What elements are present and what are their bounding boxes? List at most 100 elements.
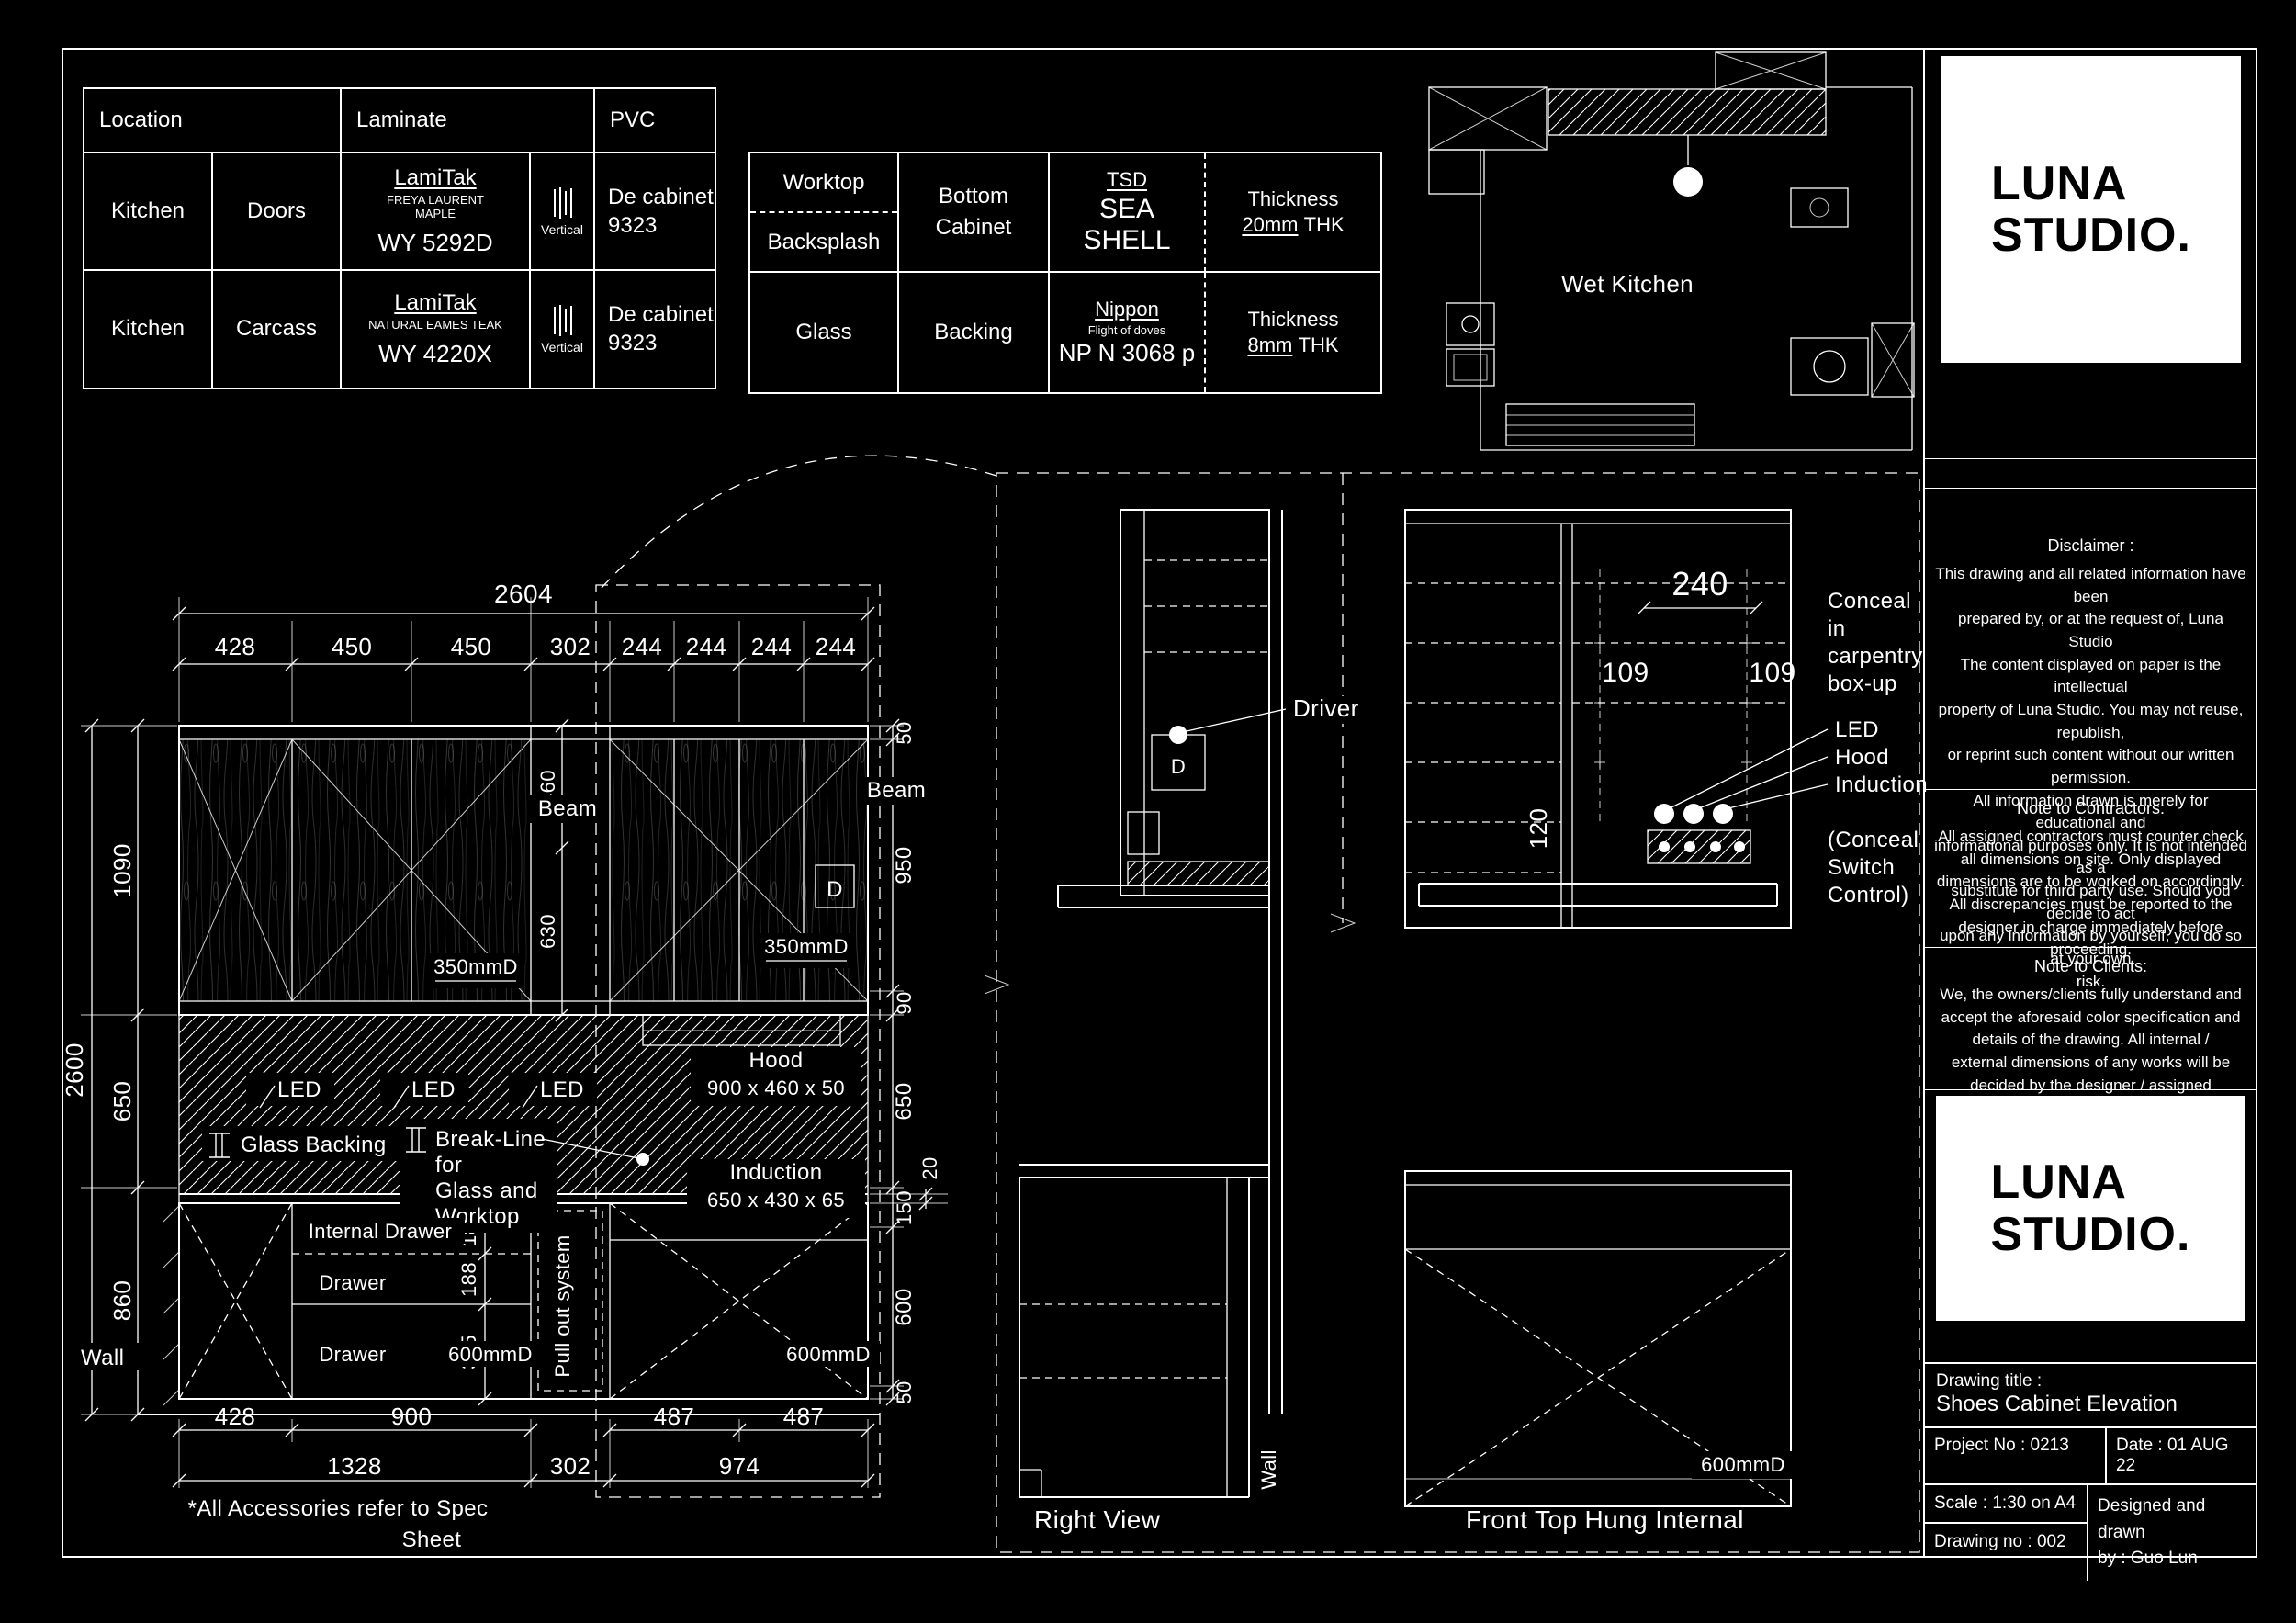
dim-top: 450 [451,633,492,660]
dim-109: 109 [1602,658,1649,688]
drawer-label: Drawer [319,1271,386,1294]
dim-top: 302 [550,633,591,660]
dim-630: 630 [536,914,559,949]
orientation-label: Vertical [541,221,583,237]
break-line-note: Glass and [435,1178,538,1203]
driver-abbr: D [1171,755,1186,778]
dim-109: 109 [1749,658,1795,688]
led-label: LED [277,1077,321,1102]
internal-drawer-label: Internal Drawer [309,1220,452,1243]
thickness-label: Thickness [1247,187,1339,210]
dim-right: 90 [893,991,916,1014]
drawing-title: Shoes Cabinet Elevation [1936,1392,2178,1416]
vertical-grain-icon [554,186,572,219]
finishes-cell-product: Nippon Flight of doves NP N 3068 p [1050,273,1206,392]
laminate-brand: LamiTak [394,164,477,190]
title-block-table: Drawing title : Shoes Cabinet Elevation … [1925,1362,2257,1581]
driver-abbr: D [827,877,843,902]
clients-block: Note to Clients: We, the owners/clients … [1934,954,2247,1097]
thickness-value: 20mm [1242,213,1299,236]
divider [1925,458,2257,459]
laminate-brand: LamiTak [394,289,477,315]
led-leader-label: LED [1835,717,1879,742]
depth-600-label: 600mmD [786,1343,871,1366]
conceal-note: box-up [1828,671,1897,696]
disclaimer-title: Disclaimer : [2047,536,2134,555]
floor-plan: Wet Kitchen [1428,51,1915,451]
finishes-cell-thickness: Thickness 20mm THK [1206,153,1380,273]
materials-cell-location: Kitchen [84,270,213,388]
induction-leader-label: Induction [1835,772,1928,797]
top-hung-caption: Front Top Hung Internal [1466,1505,1744,1534]
dim-bottom: 487 [654,1403,695,1430]
depth-350-label: 350mmD [433,955,518,978]
dim-bottom: 487 [783,1403,825,1430]
right-view: D Driver Wall Right View [1019,509,1372,1534]
thickness-label: Thickness [1247,308,1339,331]
materials-cell-orientation: Vertical [531,270,595,388]
product-brand: Nippon [1095,297,1159,321]
dim-top: 244 [622,633,663,660]
dim-bottom: 900 [391,1403,433,1430]
switch-note: (Conceal [1828,828,1919,852]
materials-cell-pvc: De cabinet 9323 [608,302,714,356]
product-desc: Flight of doves [1087,322,1166,337]
dim-left: 650 [108,1081,136,1122]
contractors-text: All assigned contractors must counter ch… [1936,828,2245,959]
materials-cell-component: Carcass [213,270,342,388]
dim-240: 240 [1671,565,1728,603]
divider [1925,488,2257,489]
dim-left: 860 [108,1280,136,1322]
sheet-frame [62,48,2257,1558]
induction-size: 650 x 430 x 65 [707,1189,845,1212]
dim-top: 450 [332,633,373,660]
dim-right: 600 [892,1288,917,1325]
beam-label: Beam [867,778,926,803]
dim-right: 50 [893,721,916,744]
dim-bottom: 1328 [327,1452,381,1480]
conceal-note: Conceal [1828,589,1911,614]
front-top-hung-internal: 240 109 109 120 Conceal in carpentry box… [1404,509,1928,1534]
led-label: LED [411,1077,456,1102]
accessories-note: Sheet [402,1527,462,1552]
dim-left: 1090 [108,843,136,897]
right-view-caption: Right View [1034,1505,1161,1534]
clients-text: We, the owners/clients fully understand … [1940,986,2242,1094]
project-no: Project No : 0213 [1925,1428,2107,1483]
divider [1925,1089,2257,1090]
dim-right: 150 [893,1190,916,1225]
elevation-dimensions: 2604 428 450 450 302 244 244 244 244 260… [61,580,948,1552]
product-brand: TSD [1107,167,1147,191]
laminate-desc: NATURAL EAMES TEAK [368,317,502,332]
dim-top: 244 [686,633,727,660]
dim-top: 244 [816,633,857,660]
drawing-title-label: Drawing title : [1936,1371,2043,1391]
accessories-note: *All Accessories refer to Spec [188,1496,489,1521]
dim-right: 50 [893,1381,916,1403]
materials-header-laminate: Laminate [342,89,595,153]
materials-cell-orientation: Vertical [531,153,595,271]
materials-cell-laminate: LamiTak NATURAL EAMES TEAK WY 4220X [342,270,531,388]
dim-bottom: 974 [719,1452,760,1480]
wall-label: Wall [81,1346,124,1370]
break-line-note: for [435,1153,462,1178]
reference-boxes [595,455,1920,1553]
vertical-grain-icon [554,305,572,337]
materials-table: Location Laminate PVC Kitchen Doors Lami… [83,87,716,389]
dim-top: 428 [215,633,256,660]
divider [1925,789,2257,790]
contractors-title: Note to Contractors: [2016,799,2166,817]
depth-350-label: 350mmD [764,935,849,958]
hood-leader-label: Hood [1835,745,1889,770]
dim-total-height: 2600 [61,1043,88,1097]
